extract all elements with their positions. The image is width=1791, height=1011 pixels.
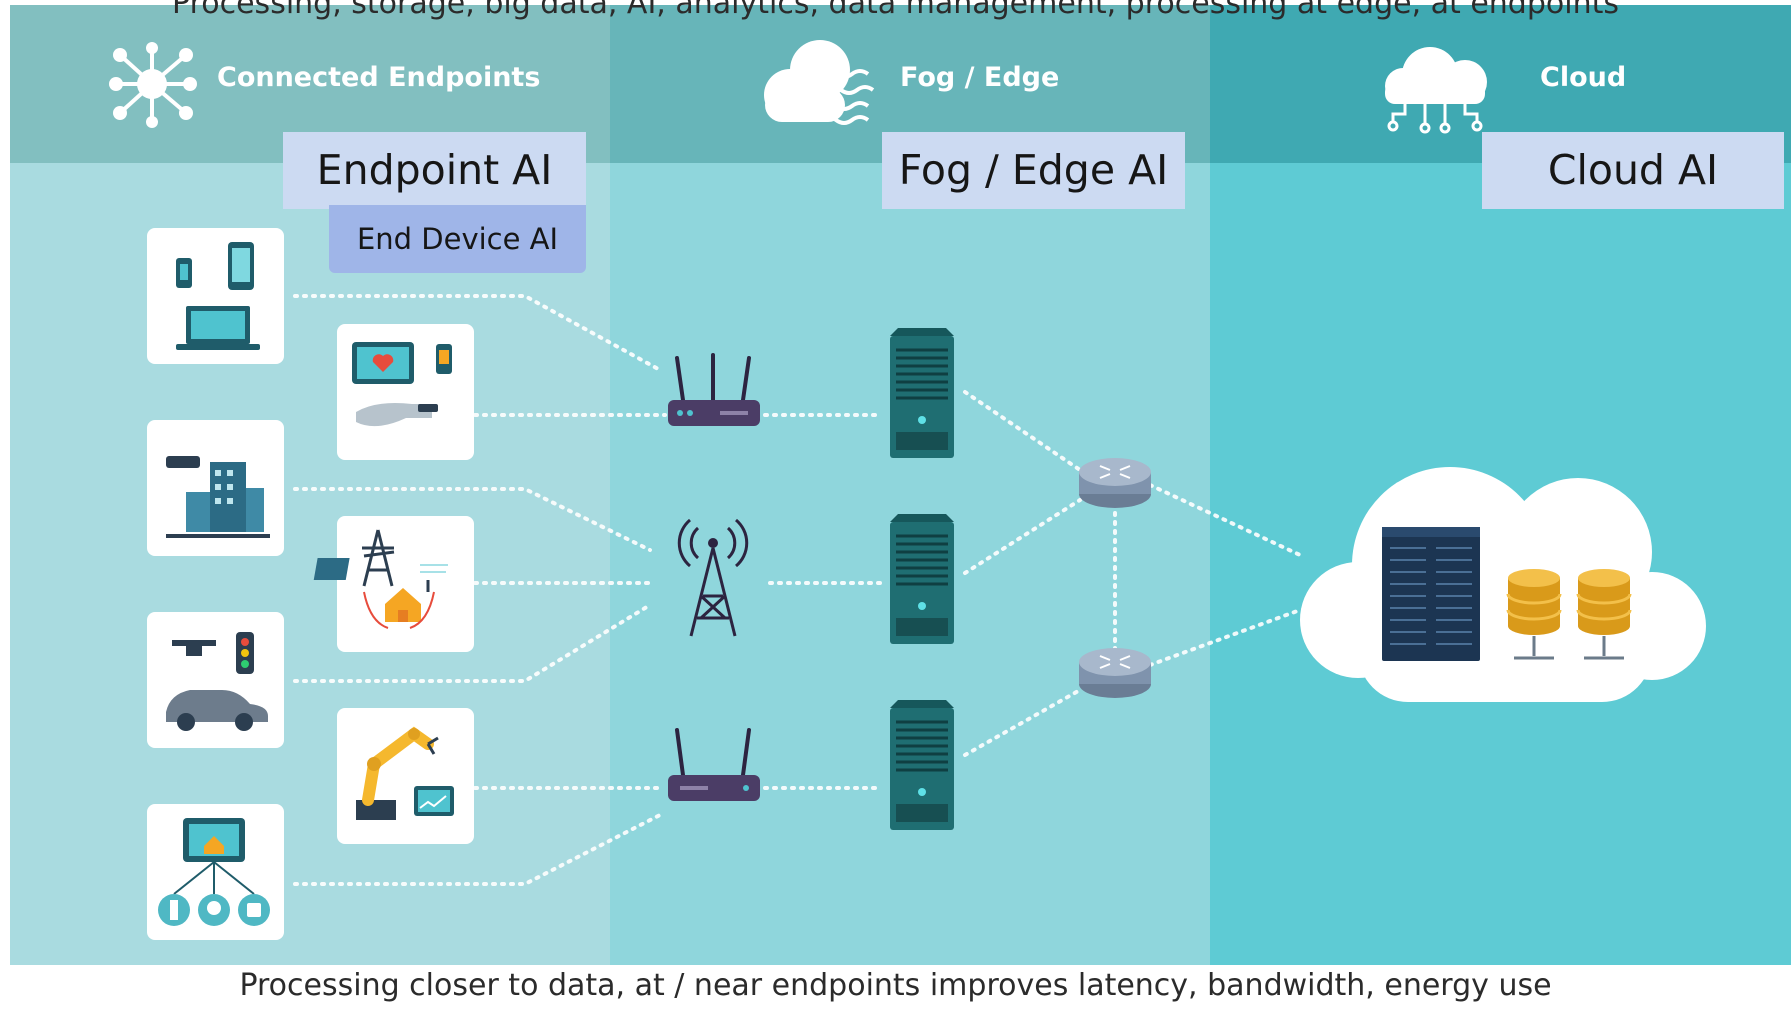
server-icon xyxy=(890,700,954,830)
database-icon xyxy=(1576,569,1632,660)
server-icon xyxy=(890,328,954,458)
cloud-heading: Cloud xyxy=(1540,62,1627,93)
server-icon xyxy=(890,514,954,644)
switch-icon xyxy=(1079,458,1151,508)
wearables-laptop-icon xyxy=(147,228,284,364)
health-monitor-icon xyxy=(337,324,474,460)
drone-car-traffic-icon xyxy=(147,612,284,748)
network-hub-icon xyxy=(109,42,197,128)
cell-tower-icon xyxy=(677,518,749,637)
smart-home-tablet-icon xyxy=(147,804,284,940)
end-device-ai-tag: End Device AI xyxy=(329,205,586,273)
bottom-caption: Processing closer to data, at / near end… xyxy=(239,968,1552,1003)
top-caption: Processing, storage, big data, AI, analy… xyxy=(172,0,1619,21)
server-rack-icon xyxy=(1382,527,1480,661)
switch-icon xyxy=(1079,648,1151,698)
connection-lines xyxy=(293,294,1302,886)
fog-edge-ai-tag: Fog / Edge AI xyxy=(882,132,1185,209)
router-icon xyxy=(668,728,760,801)
endpoints-heading: Connected Endpoints xyxy=(217,62,541,93)
endpoint-ai-tag: Endpoint AI xyxy=(283,132,586,209)
cloud-circuit-icon xyxy=(1385,47,1487,134)
cloud-shape xyxy=(1300,467,1706,702)
fog-edge-heading: Fog / Edge xyxy=(900,62,1060,93)
industrial-robot-icon xyxy=(337,708,474,844)
cloud-ai-tag: Cloud AI xyxy=(1482,132,1784,209)
router-icon xyxy=(668,353,760,426)
energy-grid-icon xyxy=(313,516,474,652)
smart-building-camera-icon xyxy=(147,420,284,556)
database-icon xyxy=(1506,569,1562,660)
fog-cloud-icon xyxy=(764,40,875,125)
